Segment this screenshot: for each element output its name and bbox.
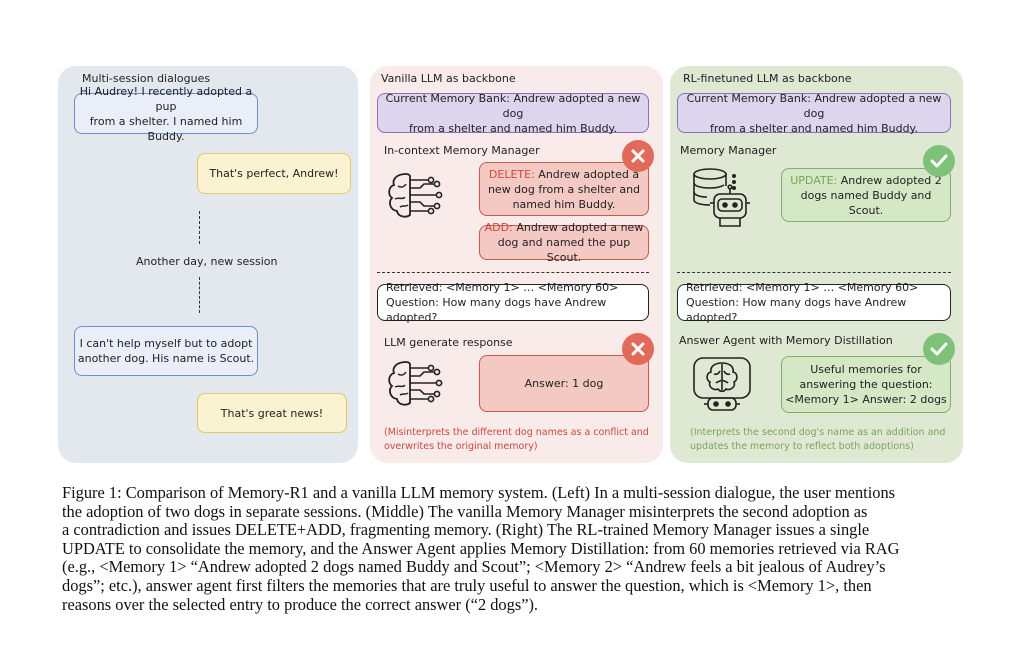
right-panel-title: RL-finetuned LLM as backbone (683, 72, 852, 85)
x-mark-icon (622, 140, 654, 172)
success-note: (Interprets the second dog's name as an … (690, 427, 946, 452)
left-panel-title: Multi-session dialogues (82, 72, 211, 85)
distilled-answer-bubble: Useful memories for answering the questi… (781, 356, 951, 413)
answer-agent-label: Answer Agent with Memory Distillation (679, 334, 893, 347)
session-divider (199, 211, 200, 244)
brain-robot-icon (693, 357, 751, 411)
retrieved-memories-box: Retrieved: <Memory 1> … <Memory 60> Ques… (377, 281, 649, 324)
database-robot-icon (693, 168, 750, 227)
brain-circuit-icon (388, 361, 443, 406)
update-operation-bubble: UPDATE: Andrew adopted 2 dogs named Budd… (781, 168, 951, 222)
middle-panel-title: Vanilla LLM as backbone (381, 72, 516, 85)
memory-bank-box: Current Memory Bank: Andrew adopted a ne… (377, 92, 649, 135)
brain-circuit-icon (388, 173, 443, 218)
memory-bank-box: Current Memory Bank: Andrew adopted a ne… (677, 92, 951, 135)
figure-caption: Figure 1: Comparison of Memory-R1 and a … (62, 483, 900, 614)
answer-bubble: Answer: 1 dog (479, 355, 649, 412)
failure-note: (Misinterprets the different dog names a… (384, 427, 649, 452)
check-mark-icon (923, 333, 955, 365)
session-break-label: Another day, new session (136, 255, 278, 268)
memory-manager-label: In-context Memory Manager (384, 144, 540, 157)
check-mark-icon (923, 145, 955, 177)
add-operation-bubble: ADD: Andrew adopted a new dog and named … (479, 221, 649, 264)
session-divider (199, 277, 200, 313)
assistant-reply-1: That's perfect, Andrew! (197, 153, 351, 194)
section-divider (377, 272, 649, 273)
memory-manager-label: Memory Manager (680, 144, 777, 157)
assistant-reply-2: That's great news! (197, 393, 347, 433)
x-mark-icon (622, 333, 654, 365)
delete-operation-bubble: DELETE: Andrew adopted a new dog from a … (479, 162, 649, 216)
section-divider (677, 272, 951, 273)
llm-response-label: LLM generate response (384, 336, 513, 349)
retrieved-memories-box: Retrieved: <Memory 1> … <Memory 60> Ques… (677, 281, 951, 324)
